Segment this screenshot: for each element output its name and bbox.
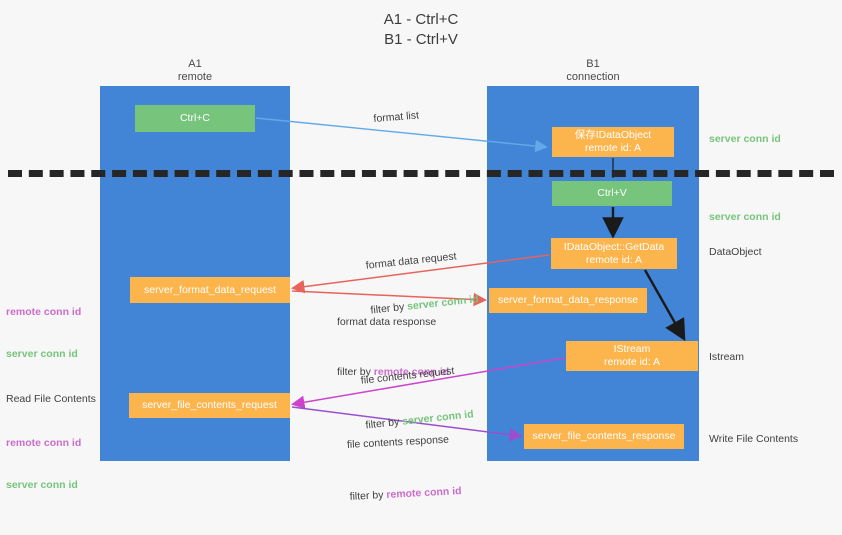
node-save-idataobject[interactable]: 保存IDataObject remote id: A	[552, 127, 674, 157]
label-istream: Istream	[709, 351, 745, 363]
diagram-canvas: A1 - Ctrl+C B1 - Ctrl+V A1 remote B1 con…	[6, 11, 834, 503]
lane-header-a1: A1 remote	[177, 58, 213, 83]
left-conn-id-group-2: remote conn id server conn id	[6, 408, 81, 520]
edge-label-format-data-response: format data response filter by remote co…	[337, 285, 449, 410]
node-ctrl-c[interactable]: Ctrl+C	[135, 105, 255, 132]
filter-prefix: filter by	[337, 366, 374, 378]
filter-prefix: filter by	[349, 488, 387, 503]
node-server-format-data-response[interactable]: server_format_data_response	[489, 288, 647, 313]
edge-label-file-contents-response: file contents response filter by remote …	[345, 402, 464, 535]
lane-header-b1: B1 connection	[566, 58, 620, 83]
edge-label-format-data-response-filter: filter by remote conn id	[337, 365, 449, 380]
left-server-conn-id-1: server conn id	[6, 348, 78, 360]
filter-value-remote-conn-id: remote conn id	[386, 485, 462, 501]
node-ctrl-v[interactable]: Ctrl+V	[552, 181, 672, 206]
edge-label-file-contents-request-text: file contents request	[360, 365, 455, 387]
right-server-conn-id-1: server conn id	[709, 133, 781, 145]
edge-label-file-contents-response-filter: filter by remote conn id	[349, 484, 462, 505]
node-server-file-contents-request[interactable]: server_file_contents_request	[129, 393, 290, 418]
label-read-file-contents: Read File Contents	[6, 393, 96, 405]
node-server-format-data-request[interactable]: server_format_data_request	[130, 277, 290, 303]
left-remote-conn-id-2: remote conn id	[6, 437, 82, 449]
left-remote-conn-id-1: remote conn id	[6, 306, 82, 318]
edge-label-format-list: format list	[373, 109, 420, 125]
left-server-conn-id-2: server conn id	[6, 479, 78, 491]
edge-label-format-data-request-text: format data request	[365, 250, 458, 272]
left-conn-id-group-1: remote conn id server conn id	[6, 277, 81, 389]
node-istream[interactable]: IStream remote id: A	[566, 341, 698, 371]
filter-value-remote-conn-id: remote conn id	[373, 366, 450, 378]
node-server-file-contents-response[interactable]: server_file_contents_response	[524, 424, 684, 449]
edge-label-format-data-response-text: format data response	[337, 316, 437, 328]
node-idataobject-getdata[interactable]: IDataObject::GetData remote id: A	[551, 238, 677, 269]
diagram-title: A1 - Ctrl+C B1 - Ctrl+V	[383, 11, 459, 48]
edge-label-file-contents-response-text: file contents response	[346, 433, 450, 451]
right-server-conn-id-2: server conn id	[709, 211, 781, 223]
label-write-file-contents: Write File Contents	[709, 433, 799, 445]
label-dataobject: DataObject	[709, 246, 762, 258]
phase-divider	[8, 170, 834, 177]
